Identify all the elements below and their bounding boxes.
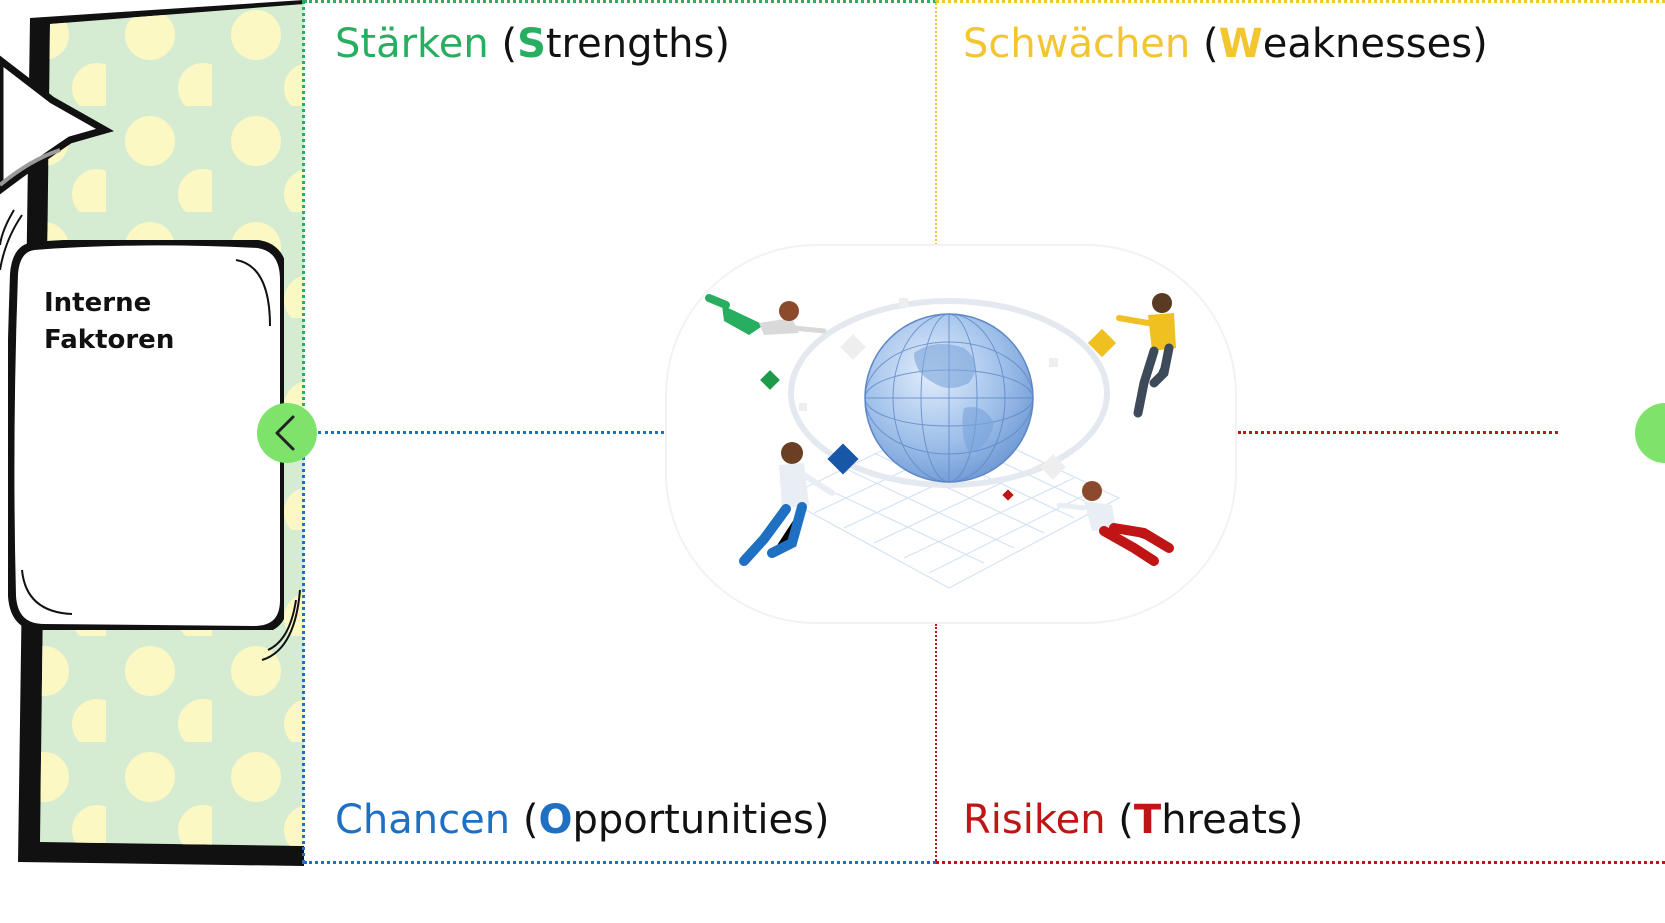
opportunities-open-paren: ( (510, 797, 539, 843)
strengths-open-paren: ( (488, 21, 518, 67)
opportunities-letter: O (538, 797, 573, 843)
threats-bottom-border (936, 861, 1665, 864)
next-button[interactable] (1635, 403, 1665, 463)
horizontal-divider-left (318, 431, 664, 434)
vertical-divider-top (935, 0, 937, 245)
strengths-word: Stärken (335, 21, 489, 67)
comic-panel-background (0, 0, 304, 866)
threats-open-paren: ( (1105, 797, 1134, 843)
weaknesses-word: Schwächen (963, 21, 1191, 67)
internal-factors-box: Interne Faktoren (8, 240, 284, 630)
opportunities-rest: pportunities) (572, 797, 830, 843)
threats-letter: T (1133, 797, 1162, 843)
weaknesses-title: Schwächen (Weaknesses) (963, 20, 1488, 68)
threats-word: Risiken (963, 797, 1106, 843)
opportunities-bottom-border (304, 861, 936, 864)
threats-rest: hreats) (1161, 797, 1304, 843)
threats-title: Risiken (Threats) (963, 796, 1303, 844)
strengths-left-border (302, 0, 305, 432)
globe-vr-people-icon (664, 243, 1238, 625)
strengths-letter: S (517, 21, 546, 67)
speech-box-frame (8, 240, 284, 630)
weaknesses-letter: W (1218, 21, 1263, 67)
opportunities-left-border (302, 432, 305, 864)
strengths-rest: trengths) (545, 21, 730, 67)
chevron-left-icon (275, 415, 295, 451)
weaknesses-rest: eaknesses) (1262, 21, 1488, 67)
vertical-divider-bottom (935, 624, 937, 861)
strengths-top-border (304, 0, 936, 3)
opportunities-title: Chancen (Opportunities) (335, 796, 830, 844)
internal-factors-label: Interne Faktoren (44, 288, 175, 355)
back-button[interactable] (257, 403, 317, 463)
strengths-title: Stärken (Strengths) (335, 20, 730, 68)
opportunities-word: Chancen (335, 797, 511, 843)
weaknesses-top-border (936, 0, 1665, 3)
horizontal-divider-right (1238, 431, 1558, 434)
weaknesses-open-paren: ( (1190, 21, 1219, 67)
comic-panel (0, 0, 320, 923)
